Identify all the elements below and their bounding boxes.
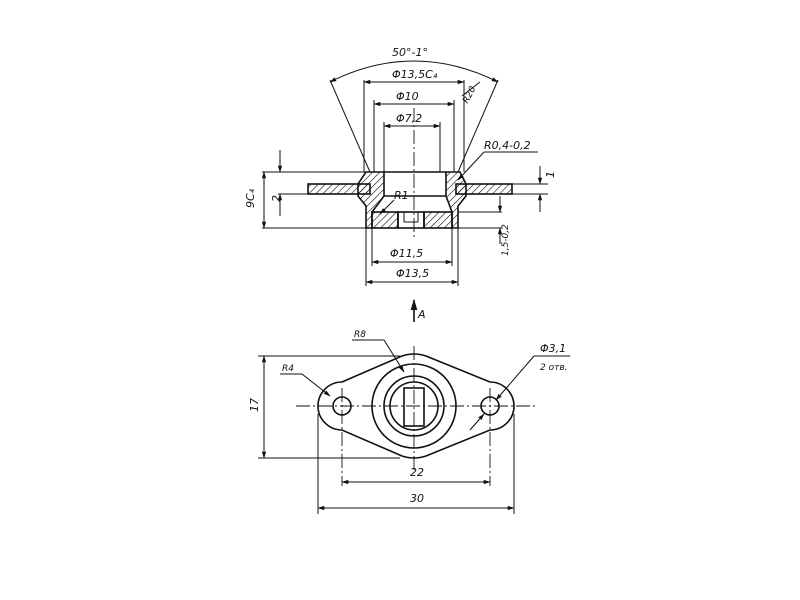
angle-arc [329, 60, 499, 83]
dim-h1-5: 1,5-0,2 [501, 224, 511, 256]
dim-d13-5c4: Φ13,5C₄ [392, 68, 438, 81]
dim-h9c4: 9C₄ [244, 188, 257, 208]
dim-r1: R1 [394, 189, 409, 202]
dim-w30: 30 [410, 492, 424, 505]
dim-h2: 2 [270, 195, 283, 202]
view-arrow-a: A [410, 298, 426, 322]
dim-h1: 1 [544, 171, 557, 178]
dim-d13-5: Φ13,5 [396, 267, 429, 280]
dim-w22: 22 [410, 466, 424, 479]
section-view: 50°-1° Φ13,5C₄ R20 Φ10 Φ7,2 R0,4-0,2 1 9… [244, 46, 557, 286]
dim-r8: R8 [354, 330, 366, 340]
dim-hole-d: Φ3,1 [540, 342, 566, 355]
body-section-left [357, 171, 385, 229]
view-label: A [417, 308, 426, 321]
base-right [423, 211, 453, 229]
base-left [371, 211, 399, 229]
bottom-slot [397, 211, 425, 229]
dim-r0-4: R0,4-0,2 [484, 139, 531, 152]
dim-r4: R4 [282, 364, 294, 374]
dim-h17: 17 [248, 398, 261, 412]
plan-view: R8 R4 Φ3,1 2 отв. 17 22 30 [248, 330, 570, 514]
dim-d7-2: Φ7,2 [396, 112, 422, 125]
flange-outline [317, 353, 515, 459]
dim-hole-count: 2 отв. [540, 363, 568, 373]
angle-label: 50°-1° [392, 46, 428, 59]
dim-d11-5: Φ11,5 [390, 247, 423, 260]
dim-d10: Φ10 [396, 90, 419, 103]
